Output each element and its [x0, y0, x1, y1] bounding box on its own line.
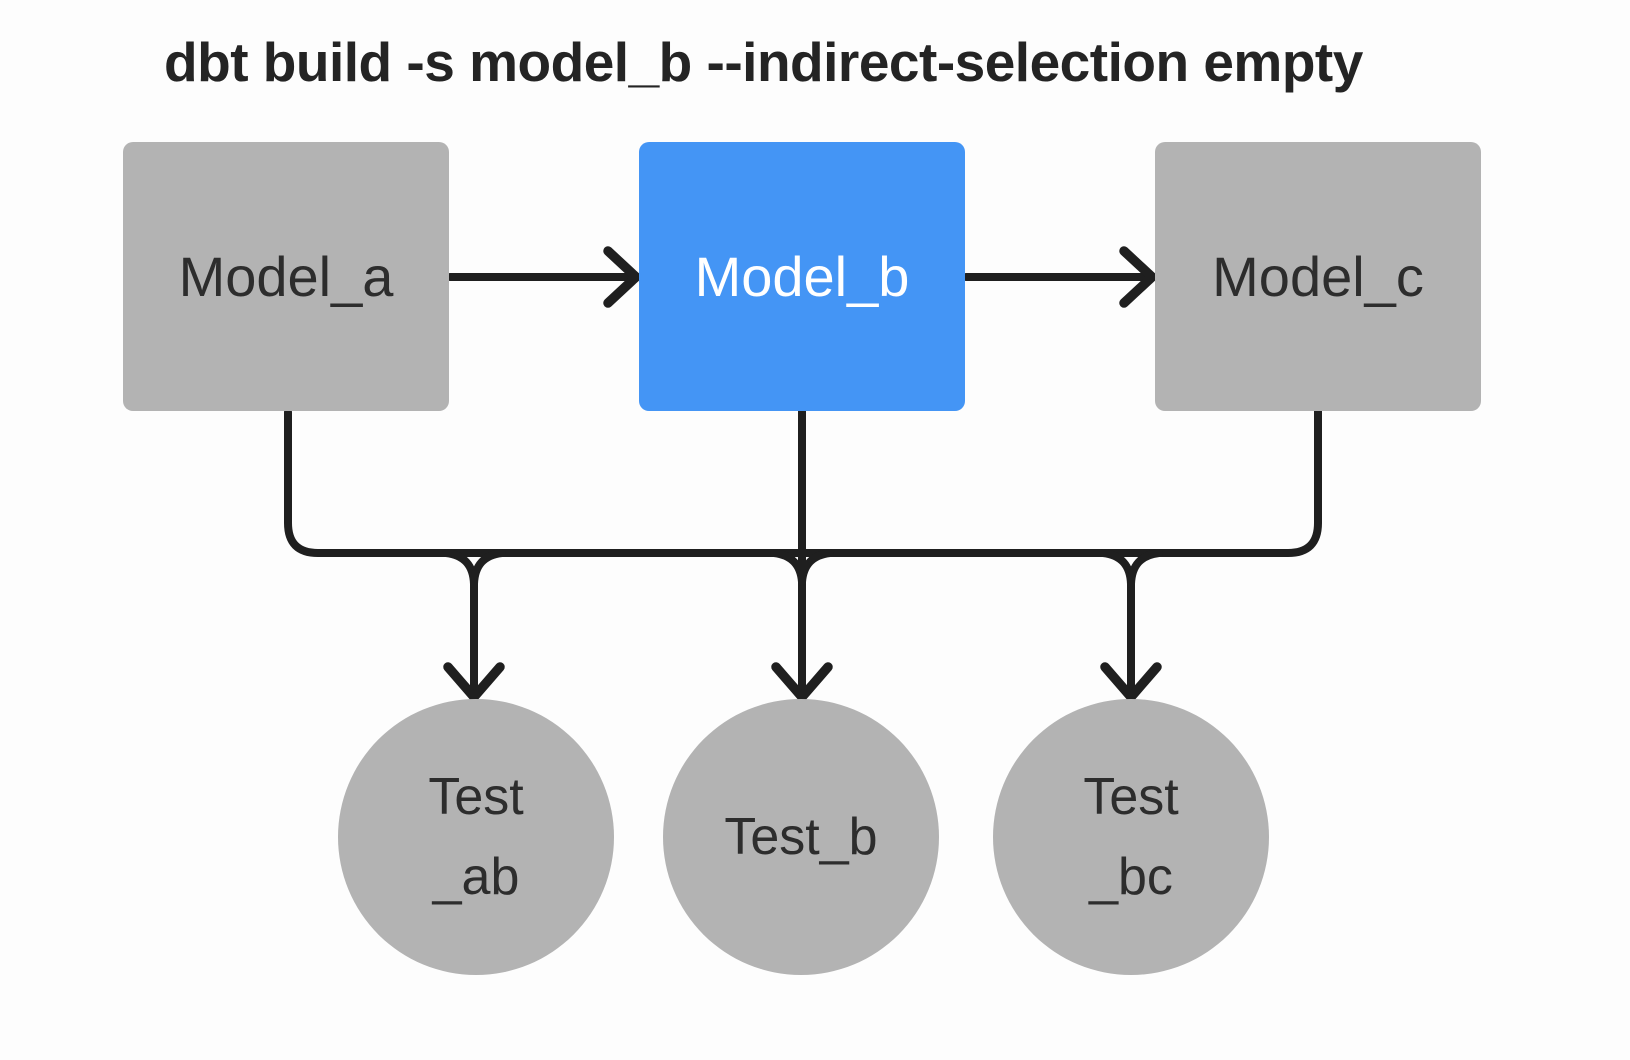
test-ab-label-line1: Test — [428, 768, 524, 826]
test-bc-node: Test _bc — [993, 699, 1269, 975]
test-bc-label-line1: Test — [1083, 768, 1179, 826]
arrowhead-model-b-icon — [603, 246, 641, 308]
arrowhead-test-bc-icon — [1100, 662, 1162, 702]
model-b-label: Model_b — [694, 245, 910, 308]
model-c-node: Model_c — [1155, 142, 1481, 411]
arrowhead-model-c-icon — [1119, 246, 1157, 308]
test-b-label-line1: Test_b — [724, 808, 878, 866]
joint-fillet-ab-right — [470, 549, 506, 588]
test-ab-node: Test _ab — [338, 699, 614, 975]
joint-fillet-bc-right — [1127, 549, 1163, 588]
model-a-label: Model_a — [178, 245, 394, 308]
test-ab-label-line2: _ab — [432, 848, 520, 906]
joint-fillet-center-right — [798, 549, 834, 586]
test-b-node: Test_b — [663, 699, 939, 975]
test-bc-label-line2: _bc — [1089, 848, 1173, 906]
arrowhead-test-b-icon — [771, 662, 833, 702]
model-a-node: Model_a — [123, 142, 449, 411]
model-b-node: Model_b — [639, 142, 965, 411]
arrowhead-test-ab-icon — [443, 662, 505, 702]
command-title: dbt build -s model_b --indirect-selectio… — [164, 31, 1363, 93]
model-c-label: Model_c — [1212, 245, 1424, 308]
joint-fillet-center-left — [770, 549, 806, 586]
